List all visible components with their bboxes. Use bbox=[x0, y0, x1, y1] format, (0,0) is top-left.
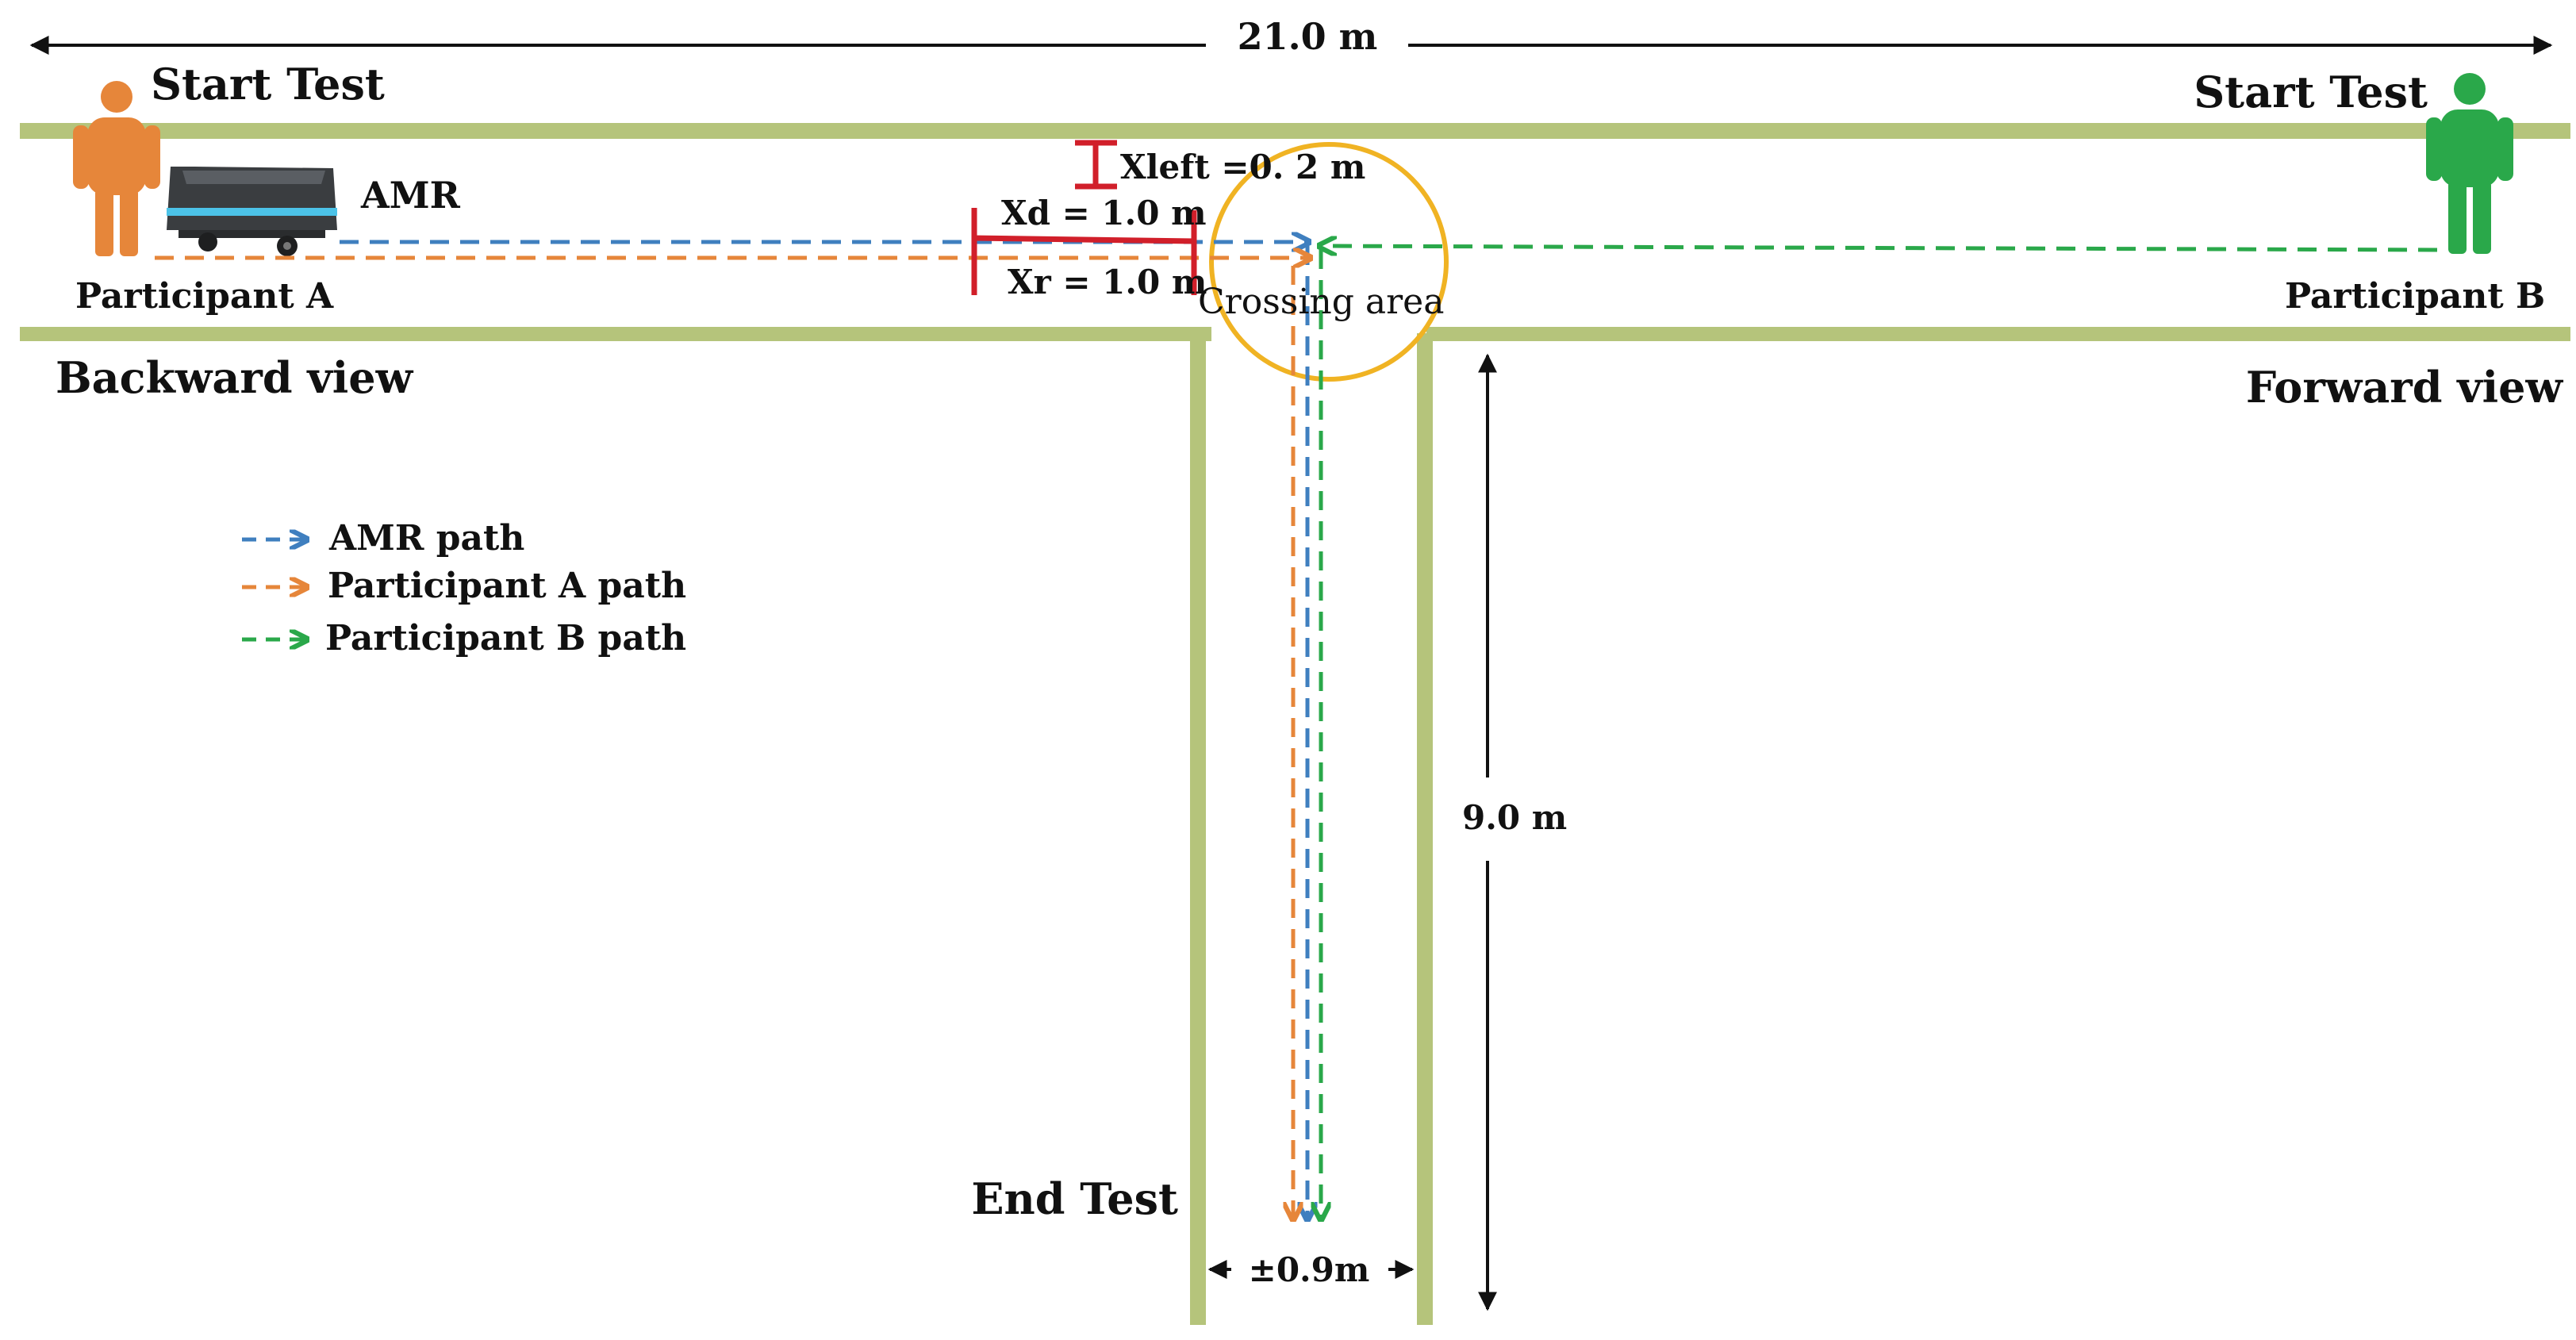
legend-label: Participant B path bbox=[325, 618, 686, 658]
amr-robot-icon bbox=[167, 167, 337, 256]
width-label: ±0.9m bbox=[1249, 1250, 1370, 1289]
total-length-dimension: 21.0 m bbox=[29, 15, 2553, 58]
end-test-label: End Test bbox=[971, 1173, 1178, 1224]
crossing-area-circle bbox=[1209, 142, 1449, 382]
participant-b-label: Participant B bbox=[2285, 276, 2545, 317]
legend-item-participant-b: Participant B path bbox=[242, 618, 686, 658]
legend-label: AMR path bbox=[328, 518, 524, 559]
legend: AMR path Participant A path Participant … bbox=[242, 518, 686, 658]
legend-label: Participant A path bbox=[328, 566, 686, 606]
amr-label: AMR bbox=[360, 174, 461, 217]
backward-view-label: Backward view bbox=[56, 352, 414, 403]
xr-label: Xr = 1.0 m bbox=[1008, 263, 1207, 301]
start-test-right-label: Start Test bbox=[2194, 67, 2428, 117]
total-length-label: 21.0 m bbox=[1238, 15, 1378, 58]
top-wall bbox=[20, 123, 2570, 139]
width-dimension: ±0.9m bbox=[1207, 1250, 1415, 1289]
legend-item-participant-a: Participant A path bbox=[242, 566, 686, 606]
bottom-wall-left bbox=[20, 327, 1211, 341]
distance-markers bbox=[971, 140, 1197, 295]
vertical-length-label: 9.0 m bbox=[1462, 798, 1567, 837]
bottom-wall-right bbox=[1426, 327, 2570, 341]
xleft-label: Xleft =0. 2 m bbox=[1120, 148, 1365, 186]
crossing-area-label: Crossing area bbox=[1198, 282, 1444, 322]
legend-item-amr: AMR path bbox=[242, 518, 524, 559]
branch-wall-left bbox=[1190, 333, 1206, 1325]
participant-a-icon bbox=[73, 81, 160, 256]
forward-view-label: Forward view bbox=[2246, 362, 2564, 413]
amr-path bbox=[340, 242, 1307, 1218]
participant-b-path bbox=[1321, 246, 2438, 1218]
participant-a-label: Participant A bbox=[75, 276, 334, 317]
vertical-length-dimension: 9.0 m bbox=[1462, 353, 1567, 1311]
start-test-left-label: Start Test bbox=[151, 59, 385, 109]
participant-b-icon bbox=[2426, 73, 2513, 254]
participant-a-path bbox=[155, 258, 1309, 1218]
xd-label: Xd = 1.0 m bbox=[1001, 194, 1207, 232]
corridor-walls bbox=[20, 123, 2570, 1325]
branch-wall-right bbox=[1417, 333, 1433, 1325]
